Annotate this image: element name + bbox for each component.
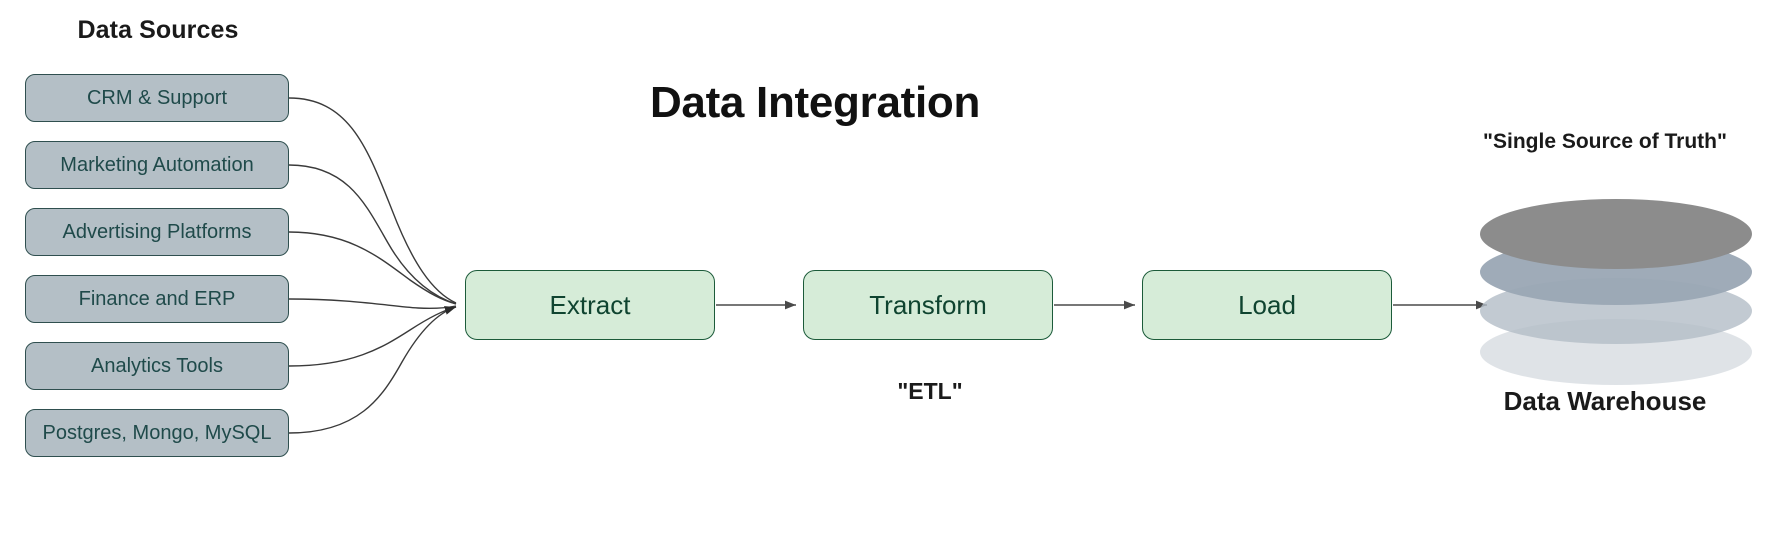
stage-box-transform[interactable]: Transform [803, 270, 1053, 340]
edge-databases-to-extract [288, 306, 457, 434]
stage-box-extract[interactable]: Extract [465, 270, 715, 340]
edge-marketing-to-extract [288, 164, 457, 305]
edge-crm-to-extract [288, 97, 457, 304]
source-box-databases[interactable]: Postgres, Mongo, MySQL [25, 409, 289, 457]
single-source-of-truth-label: "Single Source of Truth" [1483, 130, 1727, 153]
source-box-analytics-tools[interactable]: Analytics Tools [25, 342, 289, 390]
source-box-crm-support[interactable]: CRM & Support [25, 74, 289, 122]
source-box-marketing-automation[interactable]: Marketing Automation [25, 141, 289, 189]
edge-finance-to-extract [288, 298, 457, 310]
etl-caption: "ETL" [897, 378, 963, 404]
data-sources-heading: Data Sources [77, 16, 239, 44]
source-box-finance-erp[interactable]: Finance and ERP [25, 275, 289, 323]
stage-box-load[interactable]: Load [1142, 270, 1392, 340]
page-title: Data Integration [649, 78, 981, 127]
warehouse-disk-1 [1480, 199, 1752, 269]
edge-advertising-to-extract [288, 231, 457, 305]
warehouse-disk-3 [1480, 278, 1752, 344]
warehouse-disk-4 [1480, 319, 1752, 385]
warehouse-disk-2 [1480, 239, 1752, 305]
data-warehouse-label: Data Warehouse [1503, 386, 1707, 416]
edge-analytics-to-extract [288, 306, 457, 367]
source-box-advertising-platforms[interactable]: Advertising Platforms [25, 208, 289, 256]
